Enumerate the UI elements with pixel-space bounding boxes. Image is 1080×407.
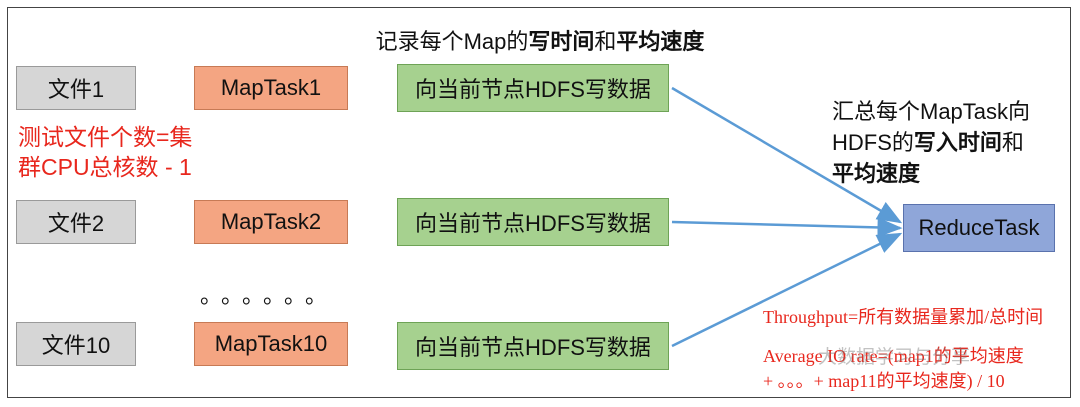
summary-line3-bold: 平均速度	[832, 161, 921, 186]
arrow-hdfs2-to-reduce	[671, 217, 903, 238]
maptask-box-1: MapTask1	[194, 66, 348, 110]
summary-line2-prefix: HDFS的	[832, 130, 914, 155]
summary-text: 汇总每个MapTask向 HDFS的写入时间和 平均速度	[832, 96, 1072, 189]
arrow-hdfs1-to-reduce	[671, 86, 903, 224]
ellipsis-dots: 。。。。。。	[200, 283, 338, 308]
file-count-note-line2: 群CPU总核数 - 1	[18, 154, 192, 180]
hdfs-write-box-10: 向当前节点HDFS写数据	[397, 322, 669, 370]
summary-line2-bold: 写入时间	[913, 130, 1002, 155]
summary-line1: 汇总每个MapTask向	[832, 99, 1031, 124]
avg-io-rate-line2: + 。。。+ map11的平均速度) / 10	[763, 371, 1005, 391]
summary-line2: HDFS的写入时间和	[832, 127, 1072, 158]
title-and: 和	[594, 29, 617, 54]
file-box-10: 文件10	[16, 322, 136, 366]
title-prefix: 记录每个Map的	[375, 29, 529, 54]
file-count-note: 测试文件个数=集 群CPU总核数 - 1	[18, 122, 192, 182]
hdfs-write-box-1: 向当前节点HDFS写数据	[397, 64, 669, 112]
title-bold-avg-speed: 平均速度	[616, 29, 705, 54]
file-box-2: 文件2	[16, 200, 136, 244]
arrow-hdfs10-to-reduce	[671, 232, 903, 348]
title-bold-write-time: 写时间	[528, 29, 595, 54]
hdfs-write-box-2: 向当前节点HDFS写数据	[397, 198, 669, 246]
maptask-box-2: MapTask2	[194, 200, 348, 244]
avg-io-rate-line1: Average IO rate=(map1的平均速度	[763, 346, 1024, 366]
watermark: 大数据学习与分享	[818, 347, 971, 368]
diagram-title: 记录每个Map的写时间和平均速度	[0, 24, 1080, 56]
throughput-formula: Throughput=所有数据量累加/总时间	[763, 307, 1044, 327]
file-box-1: 文件1	[16, 66, 136, 110]
file-count-note-line1: 测试文件个数=集	[18, 124, 193, 150]
reducetask-box: ReduceTask	[903, 204, 1055, 252]
maptask-box-10: MapTask10	[194, 322, 348, 366]
summary-line2-suffix: 和	[1001, 130, 1024, 155]
